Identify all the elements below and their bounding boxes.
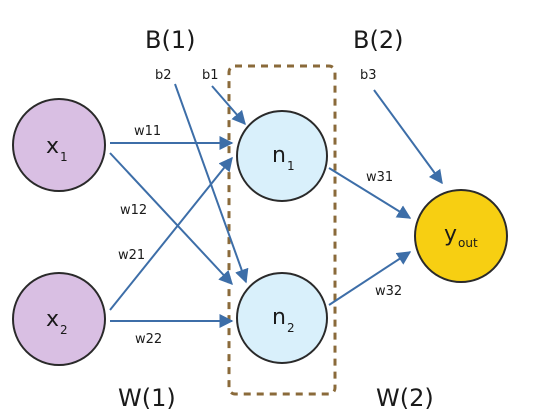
- b1-header: B(1): [145, 26, 195, 54]
- w2-footer: W(2): [376, 384, 434, 412]
- n2-label: n2: [272, 305, 295, 335]
- edge-x2-n1: [109, 156, 233, 311]
- x2-label: x2: [46, 307, 68, 337]
- output-node-yout: [414, 189, 508, 283]
- hidden-node-n1: [236, 110, 328, 202]
- edge-x1-n2: [109, 152, 233, 286]
- edge-n2-yout: [328, 251, 412, 306]
- hidden-node-n2: [236, 272, 328, 364]
- w31-label: w31: [366, 170, 393, 185]
- edge-b1-n1: [211, 85, 246, 126]
- b2-label: b2: [155, 68, 172, 83]
- input-node-x1: [12, 98, 106, 192]
- b1-label: b1: [202, 68, 219, 83]
- b3-label: b3: [360, 68, 377, 83]
- edge-b2-n2: [174, 83, 249, 284]
- w12-label: w12: [120, 203, 147, 218]
- edge-b3-yout: [373, 89, 443, 185]
- n1-label: n1: [272, 143, 295, 173]
- w11-label: w11: [134, 124, 161, 139]
- w21-label: w21: [118, 248, 145, 263]
- input-node-x2: [12, 272, 106, 366]
- w32-label: w32: [375, 284, 402, 299]
- yout-label: yout: [444, 222, 478, 250]
- w22-label: w22: [135, 332, 162, 347]
- hidden-layer-box: [227, 64, 337, 396]
- edge-n1-yout: [328, 167, 412, 219]
- x1-label: x1: [46, 134, 68, 164]
- b2-header: B(2): [353, 26, 403, 54]
- w1-footer: W(1): [118, 384, 176, 412]
